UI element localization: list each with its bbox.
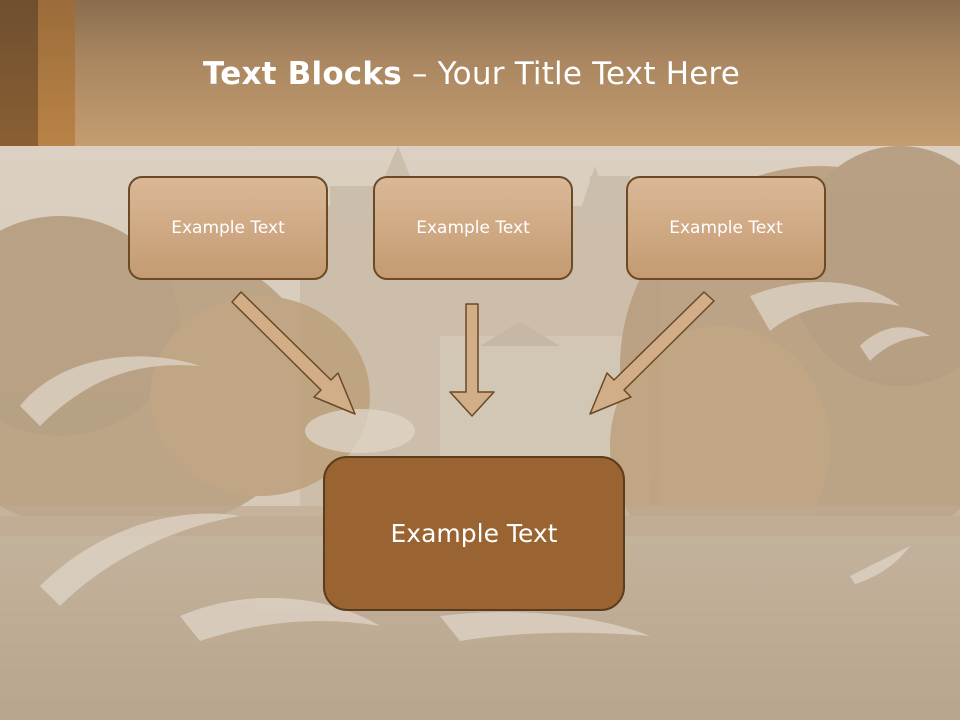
text-box-2[interactable]: Example Text	[373, 176, 573, 280]
arrow-right	[589, 291, 715, 415]
arrow-middle	[449, 303, 495, 417]
main-text-box[interactable]: Example Text	[323, 456, 625, 611]
text-box-1-label: Example Text	[171, 218, 285, 238]
text-box-3-label: Example Text	[669, 218, 783, 238]
slide-title: Text Blocks – Your Title Text Here	[203, 56, 740, 92]
title-rest: – Your Title Text Here	[401, 56, 741, 92]
title-bold: Text Blocks	[203, 56, 402, 92]
text-box-3[interactable]: Example Text	[626, 176, 826, 280]
text-box-1[interactable]: Example Text	[128, 176, 328, 280]
main-text-box-label: Example Text	[390, 519, 558, 548]
arrow-left	[231, 291, 356, 415]
text-box-2-label: Example Text	[416, 218, 530, 238]
header-accent-dark	[0, 0, 38, 146]
header-band: Text Blocks – Your Title Text Here	[0, 0, 960, 146]
header-accent-mid	[38, 0, 75, 146]
